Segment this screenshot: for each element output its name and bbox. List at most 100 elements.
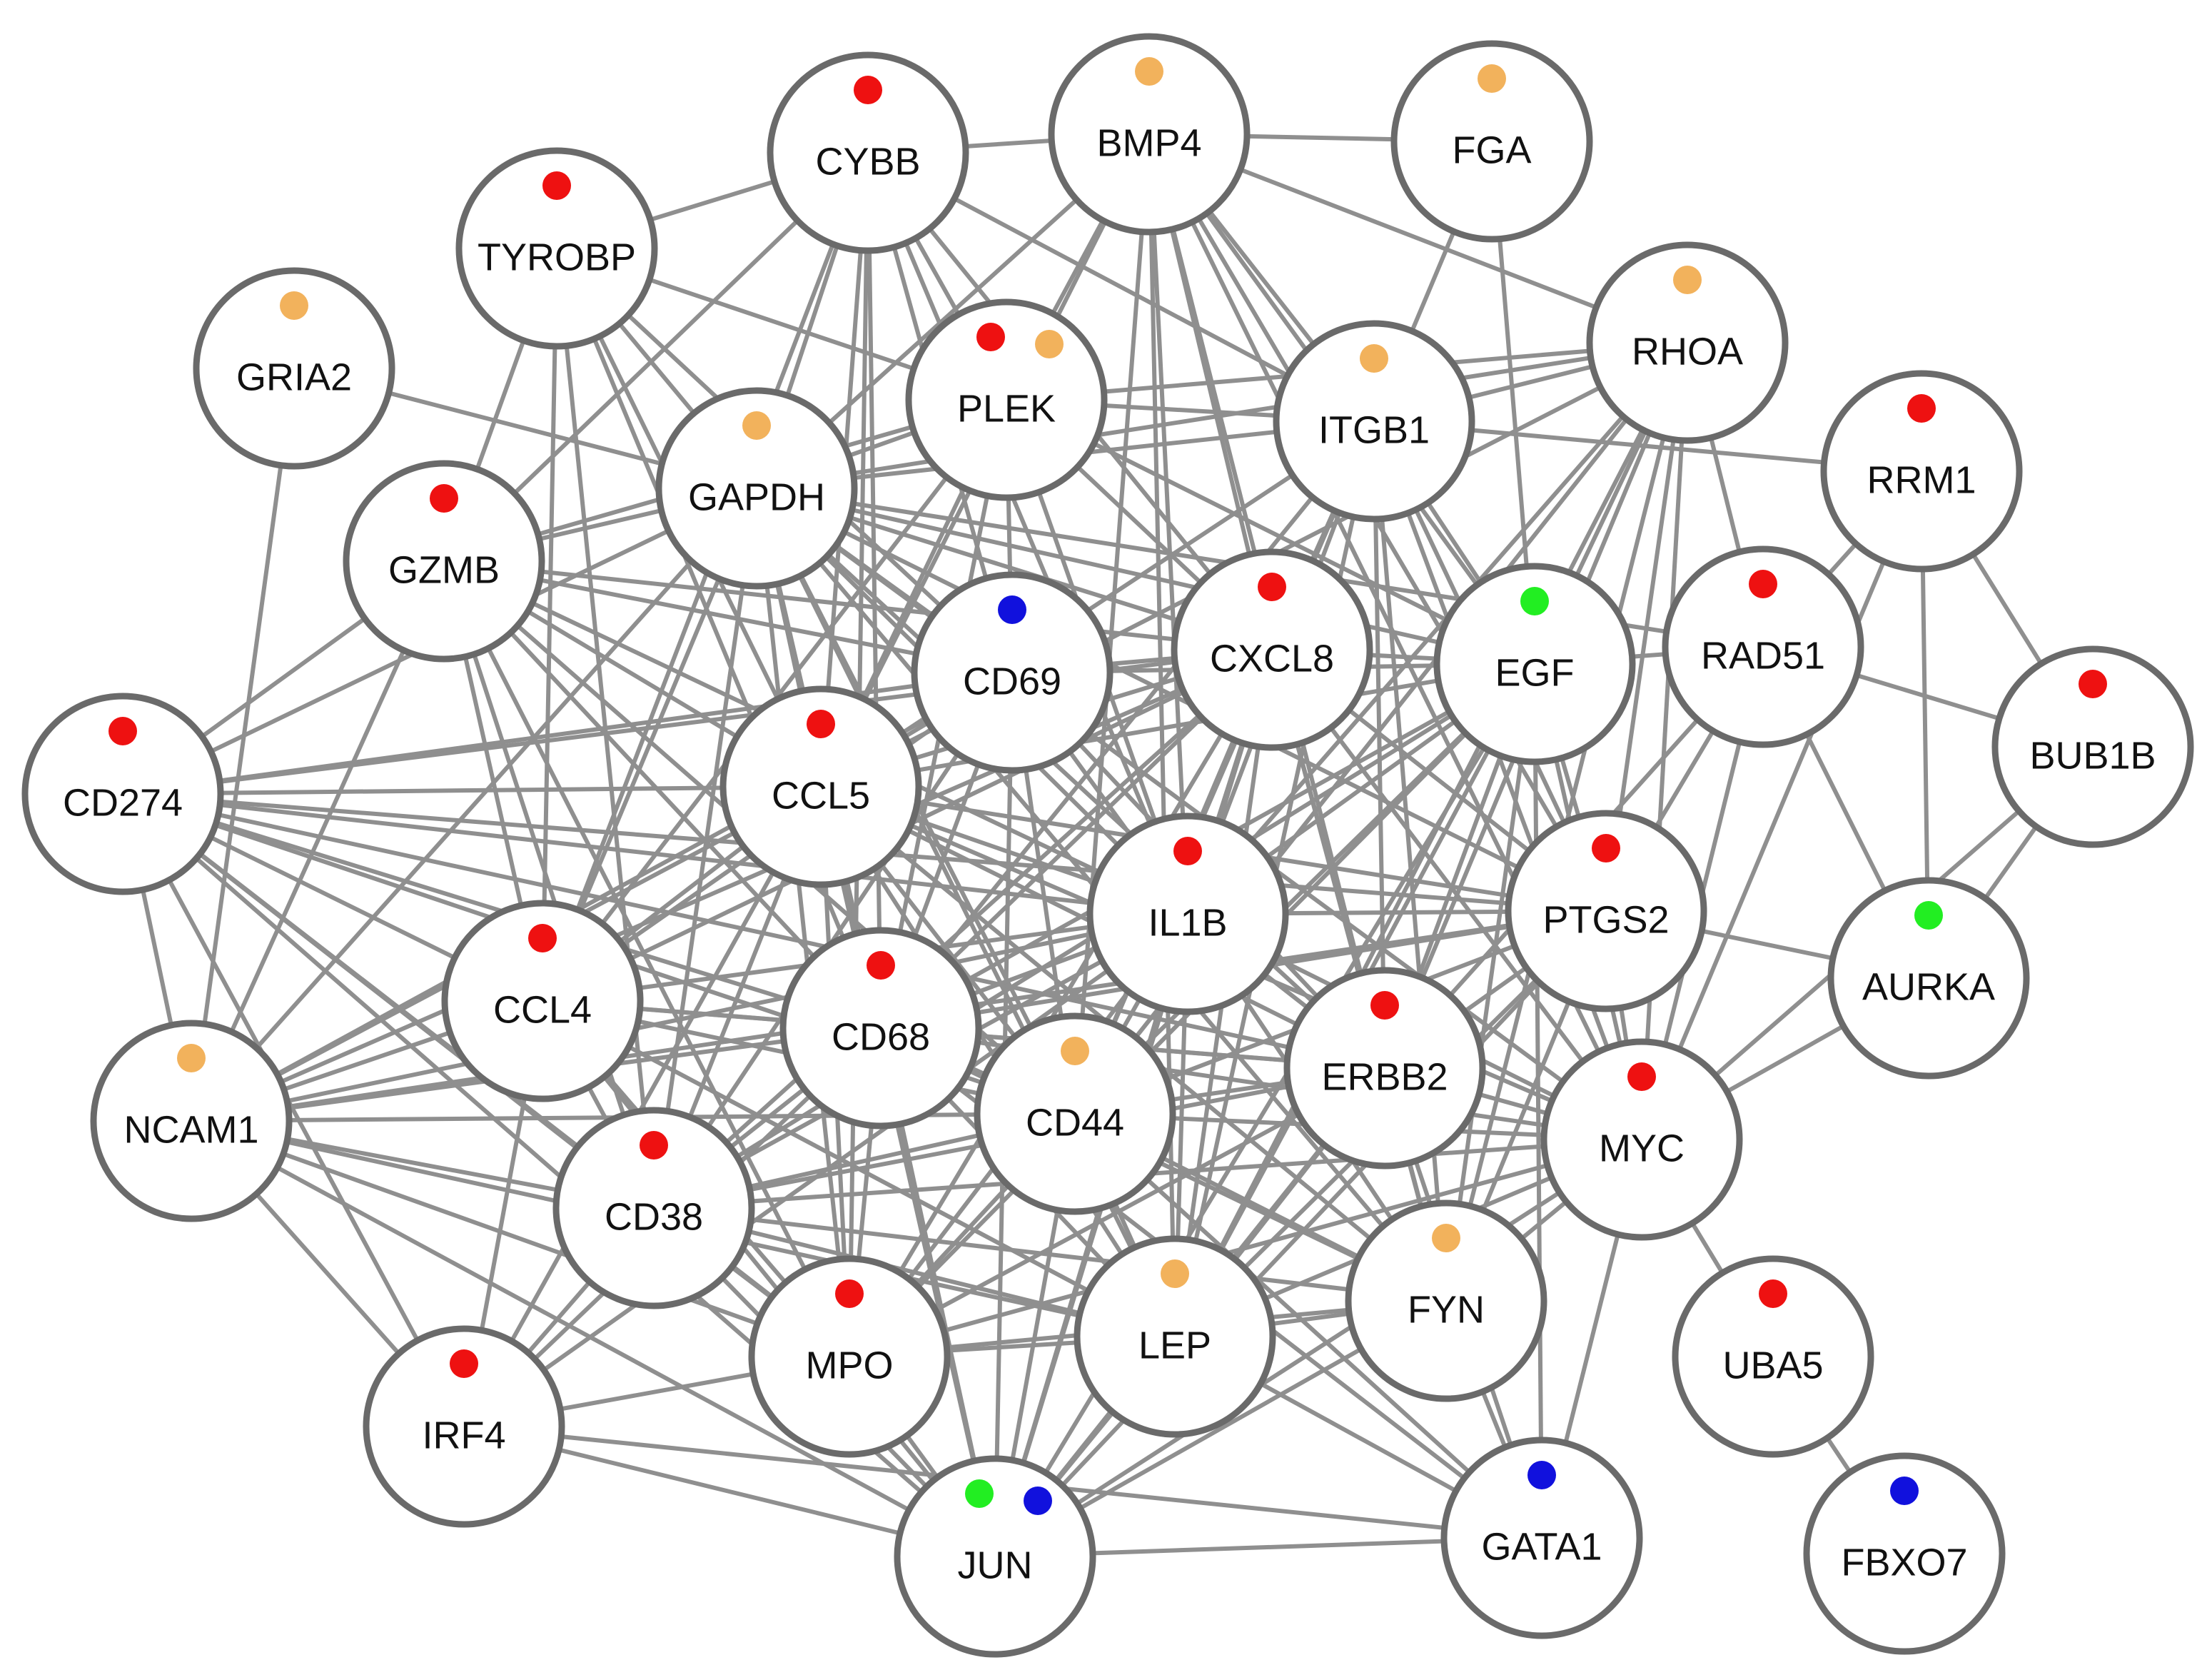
red-marker-dot xyxy=(976,323,1005,351)
node-label: CD68 xyxy=(832,1015,930,1058)
edge-cd274-ccl5 xyxy=(122,785,822,796)
node-aurka: AURKA xyxy=(1827,877,2030,1080)
node-label: RHOA xyxy=(1632,330,1743,373)
node-circle xyxy=(441,900,644,1102)
edge-gapdh-ptgs2 xyxy=(755,486,1607,913)
edge-cd274-il1b xyxy=(122,792,1188,916)
red-marker-dot xyxy=(450,1349,478,1378)
node-label: BUB1B xyxy=(2029,734,2156,777)
edge-egf-jun xyxy=(993,663,1537,1558)
node-label: CXCL8 xyxy=(1210,637,1334,680)
node-ccl4: CCL4 xyxy=(441,900,644,1102)
red-marker-dot xyxy=(1258,573,1286,601)
node-jun: JUN xyxy=(894,1455,1096,1658)
edge-egf-fyn xyxy=(1444,663,1537,1302)
edge-rrm1-myc xyxy=(1640,470,1924,1141)
node-circle xyxy=(1048,33,1251,236)
edge-cd44-gata1 xyxy=(1073,1112,1544,1540)
red-marker-dot xyxy=(1759,1279,1787,1308)
node-label: CD274 xyxy=(63,781,183,824)
node-label: CD38 xyxy=(605,1195,703,1238)
node-circle xyxy=(779,927,982,1130)
edge-gapdh-mpo xyxy=(754,488,852,1357)
edge-ccl4-jun xyxy=(540,1000,997,1558)
edge-egf-gata1 xyxy=(1532,663,1544,1539)
edge-ccl5-irf4 xyxy=(462,785,823,1428)
node-plek: PLEK xyxy=(905,298,1108,501)
edge-cybb-il1b xyxy=(866,151,1190,915)
node-circle xyxy=(911,571,1113,774)
node-cd69: CD69 xyxy=(911,571,1113,774)
node-label: MPO xyxy=(805,1344,893,1387)
node-mpo: MPO xyxy=(748,1255,951,1458)
node-circle xyxy=(1074,1235,1276,1438)
node-label: UBA5 xyxy=(1722,1344,1823,1387)
node-label: JUN xyxy=(958,1544,1033,1586)
node-label: RAD51 xyxy=(1701,634,1825,677)
edge-gapdh-erbb2 xyxy=(754,486,1387,1070)
orange-marker-dot xyxy=(1135,57,1163,86)
red-marker-dot xyxy=(1627,1062,1656,1091)
node-bub1b: BUB1B xyxy=(1991,645,2194,848)
node-cybb: CYBB xyxy=(767,51,969,254)
node-circle xyxy=(655,387,858,590)
node-fga: FGA xyxy=(1390,40,1593,243)
edge-ncam1-mpo xyxy=(190,1119,851,1359)
edge-gzmb-cxcl8 xyxy=(443,559,1273,652)
green-marker-dot xyxy=(965,1479,994,1508)
node-gapdh: GAPDH xyxy=(655,387,858,590)
node-label: CD69 xyxy=(963,660,1061,703)
node-circle xyxy=(1440,1437,1643,1639)
red-marker-dot xyxy=(528,924,557,952)
node-cd38: CD38 xyxy=(552,1107,755,1309)
node-cd68: CD68 xyxy=(779,927,982,1130)
orange-marker-dot xyxy=(1035,330,1064,358)
node-circle xyxy=(1662,545,1864,748)
red-marker-dot xyxy=(835,1279,864,1308)
red-marker-dot xyxy=(1173,837,1202,865)
node-circle xyxy=(1803,1452,2006,1655)
node-label: MYC xyxy=(1599,1127,1685,1170)
node-label: CCL4 xyxy=(493,988,592,1031)
orange-marker-dot xyxy=(1432,1224,1460,1252)
blue-marker-dot xyxy=(1527,1461,1556,1489)
edge-cybb-cd68 xyxy=(866,152,883,1029)
node-tyrobp: TYROBP xyxy=(455,147,658,350)
node-label: PTGS2 xyxy=(1542,898,1669,941)
orange-marker-dot xyxy=(1673,266,1702,294)
node-cd274: CD274 xyxy=(21,693,224,895)
node-fyn: FYN xyxy=(1345,1199,1547,1402)
node-label: TYROBP xyxy=(478,236,636,278)
edge-rhoa-il1b xyxy=(1186,341,1690,915)
blue-marker-dot xyxy=(1890,1477,1919,1505)
edge-gapdh-egf xyxy=(756,486,1535,666)
orange-marker-dot xyxy=(1478,64,1506,93)
node-label: GATA1 xyxy=(1481,1525,1602,1568)
edge-myc-mpo xyxy=(849,1137,1642,1359)
node-circle xyxy=(974,1012,1176,1215)
node-circle xyxy=(1283,967,1486,1170)
edge-ncam1-jun xyxy=(190,1119,996,1559)
node-circle xyxy=(1273,320,1475,523)
node-gria2: GRIA2 xyxy=(193,267,395,470)
node-irf4: IRF4 xyxy=(363,1325,565,1528)
edge-gzmb-ncam1 xyxy=(189,560,446,1122)
node-erbb2: ERBB2 xyxy=(1283,967,1486,1170)
node-label: CD44 xyxy=(1026,1101,1124,1144)
node-label: GZMB xyxy=(388,548,500,591)
node-circle xyxy=(552,1107,755,1309)
node-circle xyxy=(1672,1255,1874,1458)
orange-marker-dot xyxy=(177,1044,206,1072)
edge-myc-jun xyxy=(994,1137,1643,1559)
edge-cd274-erbb2 xyxy=(122,792,1385,1070)
red-marker-dot xyxy=(430,484,458,513)
edge-gzmb-cd68 xyxy=(442,559,883,1030)
red-marker-dot xyxy=(1907,394,1936,423)
node-label: GRIA2 xyxy=(236,356,352,398)
node-circle xyxy=(1171,548,1373,751)
node-label: GAPDH xyxy=(688,476,825,518)
node-label: NCAM1 xyxy=(123,1108,258,1151)
edge-gria2-ncam1 xyxy=(189,368,296,1122)
